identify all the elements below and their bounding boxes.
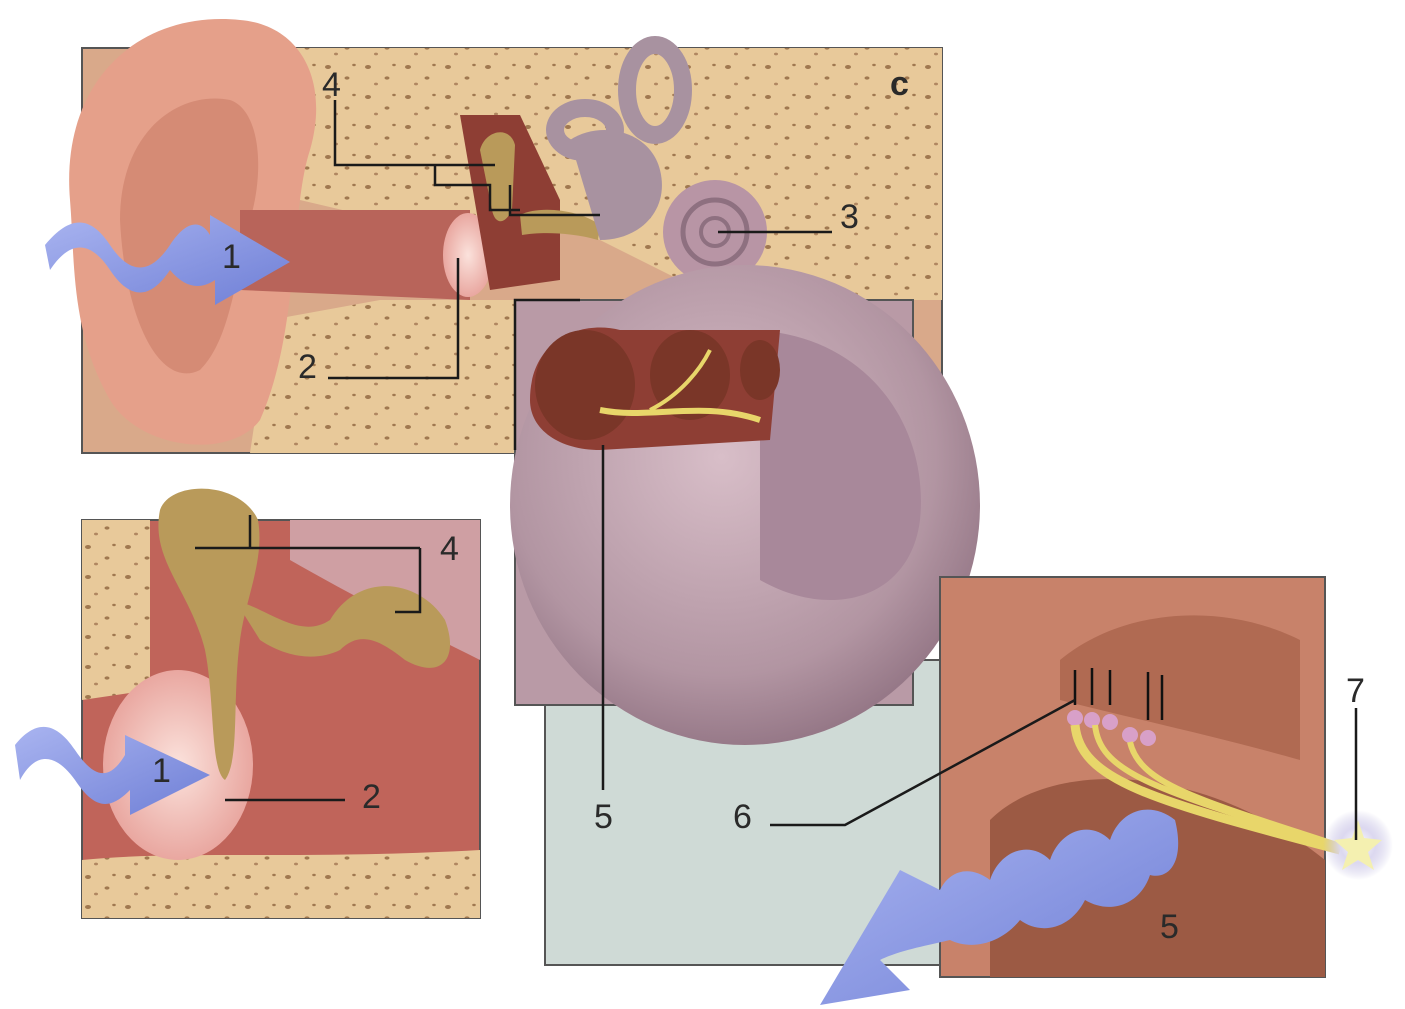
label-2-top: 2 (298, 348, 317, 386)
label-5-right: 5 (1160, 908, 1179, 946)
label-4-bottom: 4 (440, 530, 459, 568)
label-2-bottom: 2 (362, 778, 381, 816)
label-1-top: 1 (222, 238, 241, 276)
label-7: 7 (1346, 672, 1365, 710)
label-6: 6 (733, 798, 752, 836)
label-5-center: 5 (594, 798, 613, 836)
cochlea-large (510, 265, 980, 745)
label-4-top: 4 (322, 66, 341, 104)
label-1-bottom: 1 (152, 752, 171, 790)
label-3-top: 3 (840, 198, 859, 236)
panel-letter: c (890, 65, 909, 103)
